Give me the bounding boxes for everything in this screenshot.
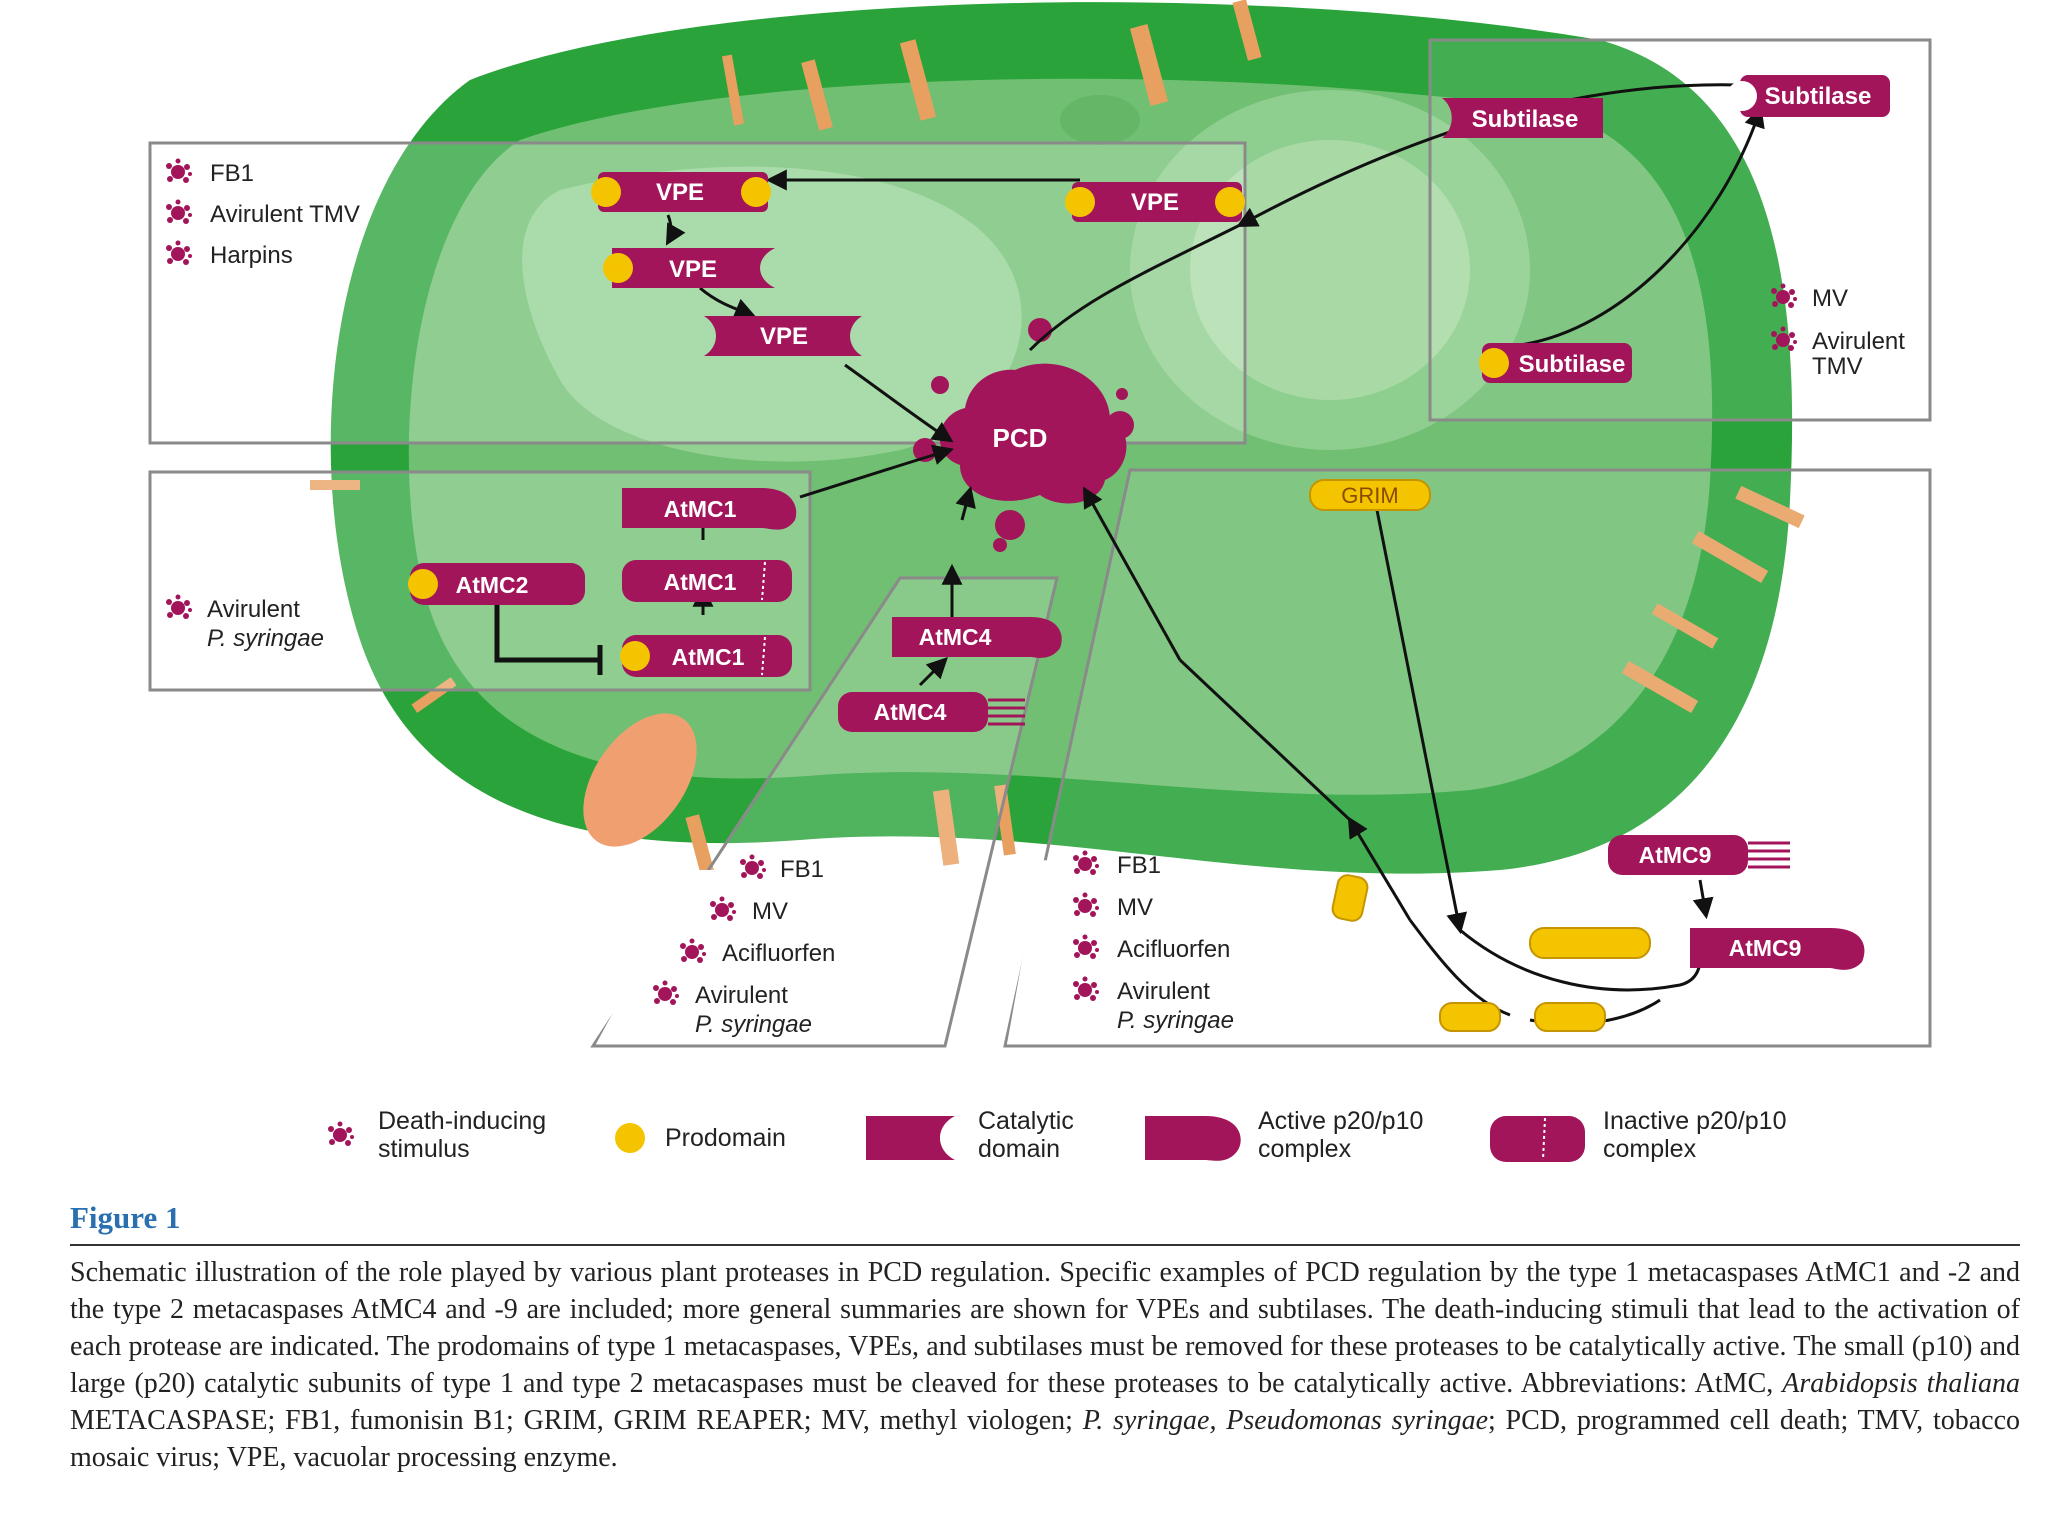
svg-text:P. syringae: P. syringae: [1117, 1007, 1234, 1034]
svg-text:Acifluorfen: Acifluorfen: [722, 940, 835, 967]
atmc1-active: AtMC1: [622, 488, 797, 530]
legend-prodomain: Prodomain: [615, 1123, 786, 1153]
svg-text:complex: complex: [1258, 1135, 1352, 1163]
caption-part-2: METACASPASE; FB1, fumonisin B1; GRIM, GR…: [70, 1405, 1073, 1436]
pcd-label: PCD: [993, 423, 1048, 453]
svg-text:AtMC9: AtMC9: [1729, 935, 1802, 961]
legend: Death-inducing stimulus Prodomain Cataly…: [328, 1107, 1786, 1163]
atmc4-enzymes: AtMC4 AtMC4: [838, 617, 1062, 732]
svg-text:complex: complex: [1603, 1135, 1697, 1163]
svg-text:Catalytic: Catalytic: [978, 1107, 1074, 1135]
svg-text:P. syringae: P. syringae: [207, 625, 324, 652]
atmc4-stimuli: FB1 MV Acifluorfen Avirulent P. syringae: [653, 854, 835, 1038]
svg-text:VPE: VPE: [669, 256, 717, 283]
atmc9-stimuli: FB1 MV Acifluorfen Avirulent P. syringae: [1073, 850, 1234, 1034]
svg-text:VPE: VPE: [760, 323, 808, 350]
svg-text:MV: MV: [1812, 285, 1848, 312]
legend-stimulus: Death-inducing stimulus: [328, 1107, 546, 1163]
svg-text:AtMC1: AtMC1: [672, 644, 745, 670]
svg-text:FB1: FB1: [210, 160, 254, 187]
grim-protein: GRIM: [1309, 479, 1431, 511]
atmc9-active: AtMC9: [1690, 928, 1865, 970]
grim-fragments: [1331, 874, 1651, 1032]
svg-text:VPE: VPE: [656, 179, 704, 206]
svg-text:AtMC9: AtMC9: [1639, 842, 1712, 868]
subtilase-enzyme-1: Subtilase: [1442, 98, 1603, 138]
caption-divider: [70, 1244, 2020, 1246]
subtilase-enzyme-3: Subtilase: [1479, 343, 1632, 383]
svg-text:Inactive p20/p10: Inactive p20/p10: [1603, 1107, 1786, 1135]
subtilase-enzyme-2: Subtilase: [1727, 75, 1890, 117]
vpe-enzyme-3: VPE: [704, 316, 862, 356]
svg-text:AtMC1: AtMC1: [664, 569, 737, 595]
vpe-enzymes: VPE VPE VPE VPE: [591, 172, 1245, 356]
svg-text:Subtilase: Subtilase: [1765, 83, 1872, 110]
svg-text:Subtilase: Subtilase: [1519, 351, 1626, 378]
atmc1-stimuli: Avirulent P. syringae: [166, 594, 324, 652]
caption-part-3: ; PCD, programmed cell death; TMV, tobac…: [70, 1405, 2021, 1473]
legend-active-complex: Active p20/p10 complex: [1145, 1107, 1423, 1163]
svg-text:VPE: VPE: [1131, 189, 1179, 216]
figure-diagram: PCD VP: [148, 0, 1932, 1163]
atmc4-active: AtMC4: [892, 617, 1062, 658]
svg-text:P. syringae: P. syringae: [695, 1011, 812, 1038]
svg-text:Avirulent: Avirulent: [1812, 328, 1905, 355]
caption-italic-2: P. syringae, Pseudomonas syringae: [1082, 1405, 1488, 1436]
svg-text:MV: MV: [752, 898, 788, 925]
pcd-splat: [913, 318, 1134, 552]
svg-text:GRIM: GRIM: [1341, 483, 1398, 508]
svg-text:AtMC4: AtMC4: [874, 699, 947, 725]
svg-text:FB1: FB1: [1117, 852, 1161, 879]
svg-text:Prodomain: Prodomain: [665, 1124, 786, 1152]
svg-text:Active p20/p10: Active p20/p10: [1258, 1107, 1423, 1135]
atmc9-inactive: AtMC9: [1608, 835, 1790, 875]
legend-inactive-complex: Inactive p20/p10 complex: [1490, 1107, 1786, 1163]
svg-text:stimulus: stimulus: [378, 1135, 470, 1163]
caption-part-1: Schematic illustration of the role playe…: [70, 1257, 2020, 1399]
svg-text:Death-inducing: Death-inducing: [378, 1107, 546, 1135]
svg-text:Harpins: Harpins: [210, 242, 293, 269]
svg-text:MV: MV: [1117, 894, 1153, 921]
atmc2: AtMC2: [408, 563, 585, 605]
legend-catalytic-domain: Catalytic domain: [866, 1107, 1074, 1163]
svg-text:TMV: TMV: [1812, 353, 1863, 380]
vpe-enzyme-4: VPE: [1065, 182, 1245, 222]
svg-text:domain: domain: [978, 1135, 1060, 1163]
atmc9-enzymes: AtMC9 AtMC9 GRIM: [1309, 479, 1865, 970]
vpe-stimuli: FB1 Avirulent TMV Harpins: [166, 158, 360, 269]
svg-text:AtMC4: AtMC4: [919, 624, 992, 650]
vpe-enzyme-2: VPE: [603, 248, 775, 288]
figure-title: Figure 1: [70, 1200, 181, 1235]
svg-text:Avirulent: Avirulent: [695, 982, 788, 1009]
svg-text:Subtilase: Subtilase: [1472, 106, 1579, 133]
vpe-enzyme-1: VPE: [591, 172, 771, 212]
atmc4-inactive: AtMC4: [838, 692, 1025, 732]
subtilase-enzymes: Subtilase Subtilase Subtilase: [1442, 75, 1890, 383]
cell-wall-channels: [310, 0, 1805, 876]
svg-text:FB1: FB1: [780, 856, 824, 883]
svg-text:Avirulent TMV: Avirulent TMV: [210, 201, 360, 228]
atmc1-enzymes: AtMC1 AtMC1 AtMC1 AtMC2: [408, 488, 797, 677]
caption-italic-1: Arabidopsis thaliana: [1782, 1368, 2020, 1399]
atmc1-inactive: AtMC1: [620, 635, 792, 677]
atmc1-intermediate: AtMC1: [622, 560, 792, 602]
svg-text:Acifluorfen: Acifluorfen: [1117, 936, 1230, 963]
svg-text:Avirulent: Avirulent: [1117, 978, 1210, 1005]
svg-text:AtMC2: AtMC2: [456, 572, 529, 598]
figure-caption: Schematic illustration of the role playe…: [70, 1254, 2020, 1476]
svg-text:Avirulent: Avirulent: [207, 596, 300, 623]
figure-caption-block: Figure 1 Schematic illustration of the r…: [70, 1200, 2020, 1476]
svg-text:AtMC1: AtMC1: [664, 496, 737, 522]
subtilase-stimuli: MV Avirulent TMV: [1771, 283, 1905, 380]
